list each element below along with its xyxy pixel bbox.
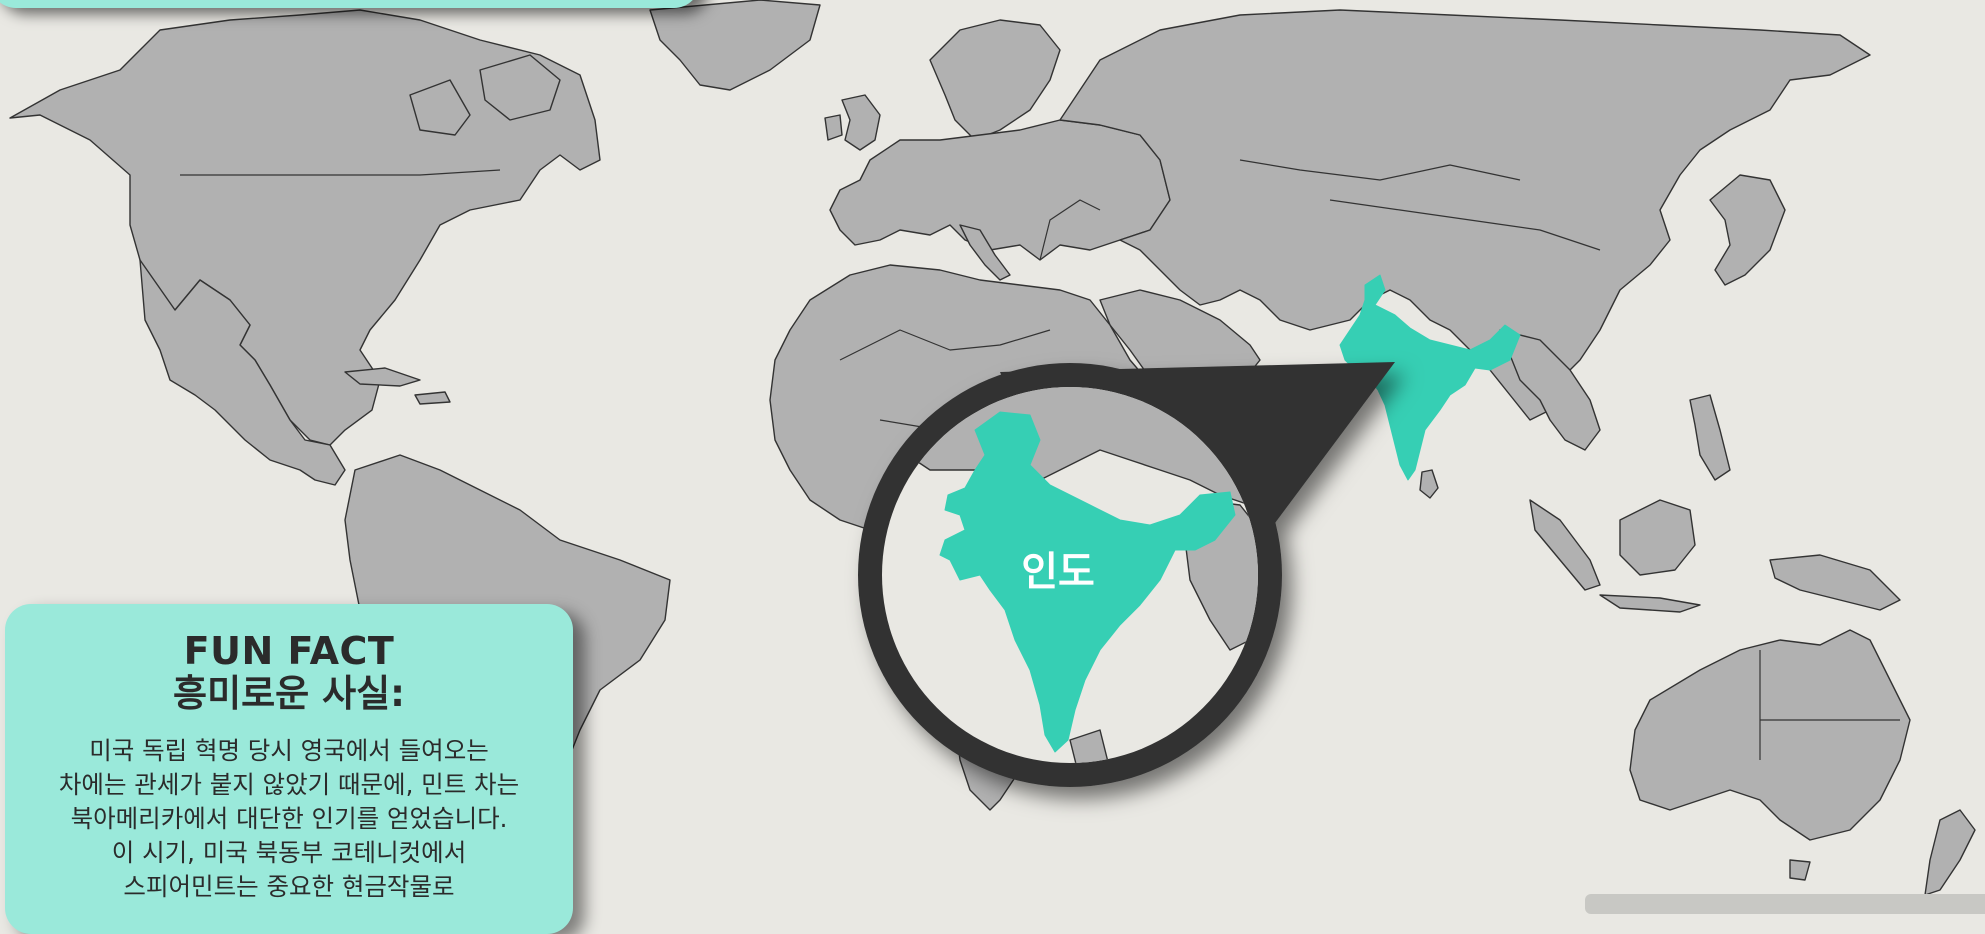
bottom-right-panel-edge: [1585, 894, 1985, 914]
fun-fact-line: 미국 독립 혁명 당시 영국에서 들여오는: [89, 736, 489, 765]
baffin-island: [479, 54, 561, 121]
sri-lanka: [1419, 469, 1439, 499]
tasmania: [1789, 859, 1811, 881]
southeast-asia: [1499, 329, 1601, 451]
fun-fact-body: 미국 독립 혁명 당시 영국에서 들여오는 차에는 관세가 붙지 않았기 때문에…: [5, 734, 573, 904]
callout-country-label: 인도: [1021, 549, 1095, 595]
central-america: [139, 259, 346, 486]
fun-fact-title: FUN FACT: [183, 629, 395, 673]
fun-fact-line: 북아메리카에서 대단한 인기를 얻었습니다.: [70, 804, 508, 833]
europe-mainland: [829, 119, 1171, 261]
country-borders: [180, 169, 501, 176]
japan: [1709, 174, 1786, 286]
new-zealand: [1924, 809, 1976, 896]
fun-fact-subtitle: 흥미로운 사실:: [173, 672, 405, 715]
fun-fact-line: 이 시기, 미국 북동부 코테니컷에서: [111, 838, 467, 867]
country-borders: [839, 329, 1051, 361]
lens-land-south: [1069, 729, 1111, 763]
borneo: [1619, 499, 1696, 576]
cuba: [344, 367, 421, 387]
lens-india: [939, 411, 1236, 753]
italy: [959, 224, 1011, 281]
sumatra: [1529, 499, 1601, 591]
uk: [841, 94, 881, 151]
hispaniola: [414, 391, 451, 405]
new-guinea: [1769, 554, 1901, 611]
fun-fact-line: 스피어민트는 중요한 현금작물로: [123, 872, 455, 901]
fun-fact-line: 차에는 관세가 붙지 않았기 때문에, 민트 차는: [58, 770, 520, 799]
asia-mainland: [1059, 9, 1871, 421]
world-map: 인도: [9, 0, 1976, 900]
ireland: [824, 114, 843, 141]
country-borders: [1239, 159, 1521, 181]
scandinavia: [929, 19, 1061, 141]
country-borders: [1329, 199, 1601, 251]
philippines: [1689, 394, 1731, 481]
greenland: [649, 0, 821, 91]
australia-landmass: [1629, 629, 1911, 841]
fun-fact-card: FUN FACT 흥미로운 사실: 미국 독립 혁명 당시 영국에서 들여오는 …: [5, 604, 573, 934]
java: [1599, 594, 1701, 613]
top-info-card: [0, 0, 700, 8]
hudson-region: [409, 79, 471, 136]
country-borders: [1039, 199, 1101, 261]
